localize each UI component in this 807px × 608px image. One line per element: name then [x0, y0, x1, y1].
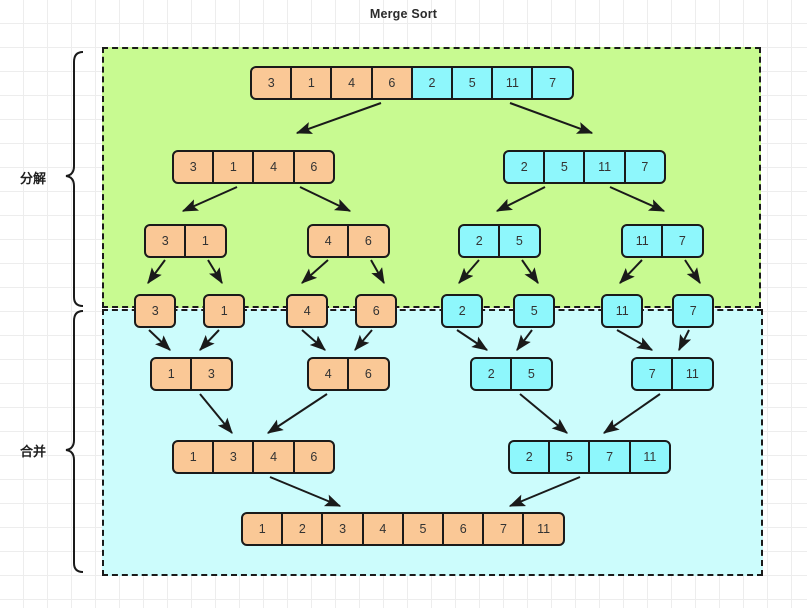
array-cell: 1 [184, 224, 227, 258]
array-decompose-level-3-singles-5: 5 [513, 294, 556, 328]
array-cell: 7 [631, 357, 674, 391]
array-cell: 5 [451, 66, 494, 100]
array-decompose-level-3-singles-6: 11 [601, 294, 644, 328]
array-cell: 2 [410, 66, 454, 100]
array-cell: 7 [482, 512, 525, 546]
array-cell: 1 [241, 512, 284, 546]
array-cell: 6 [292, 440, 335, 474]
array-cell: 2 [470, 357, 513, 391]
array-cell: 6 [347, 357, 390, 391]
array-decompose-level-3-singles-2: 4 [286, 294, 329, 328]
array-cell: 5 [543, 150, 586, 184]
array-cell: 4 [361, 512, 404, 546]
array-cell: 3 [144, 224, 187, 258]
array-cell: 11 [628, 440, 671, 474]
array-cell: 1 [150, 357, 193, 391]
array-cell: 4 [307, 357, 350, 391]
array-cell: 3 [212, 440, 255, 474]
array-cell: 1 [203, 294, 246, 328]
array-cell: 2 [458, 224, 501, 258]
array-cell: 7 [623, 150, 666, 184]
array-decompose-level-3-singles-7: 7 [672, 294, 715, 328]
array-cell: 3 [250, 66, 293, 100]
array-cell: 11 [491, 66, 534, 100]
section-braces [65, 51, 84, 573]
array-decompose-level-3-singles-3: 6 [355, 294, 398, 328]
array-cell: 11 [621, 224, 664, 258]
array-cell: 2 [503, 150, 546, 184]
decompose-label: 分解 [20, 171, 47, 186]
array-cell: 7 [588, 440, 631, 474]
array-cell: 4 [286, 294, 329, 328]
array-decompose-level-3-singles-1: 1 [203, 294, 246, 328]
array-cell: 11 [583, 150, 626, 184]
array-cell: 5 [513, 294, 556, 328]
array-decompose-level-3-singles-0: 3 [134, 294, 177, 328]
array-cell: 3 [190, 357, 233, 391]
array-cell: 2 [508, 440, 551, 474]
array-cell: 5 [510, 357, 553, 391]
array-cell: 6 [370, 66, 413, 100]
page-title: Merge Sort [369, 7, 438, 21]
array-cell: 11 [601, 294, 644, 328]
array-cell: 4 [252, 440, 295, 474]
array-decompose-level-3-singles-4: 2 [441, 294, 484, 328]
array-cell: 3 [321, 512, 364, 546]
array-cell: 7 [531, 66, 574, 100]
array-cell: 5 [498, 224, 541, 258]
array-cell: 4 [307, 224, 350, 258]
array-cell: 6 [292, 150, 335, 184]
array-cell: 6 [442, 512, 485, 546]
array-cell: 4 [330, 66, 373, 100]
array-cell: 1 [172, 440, 215, 474]
array-cell: 2 [281, 512, 324, 546]
merge-brace [65, 310, 84, 573]
array-cell: 3 [134, 294, 177, 328]
array-cell: 1 [290, 66, 333, 100]
array-cell: 5 [401, 512, 445, 546]
array-cell: 6 [347, 224, 390, 258]
merge-label: 合并 [20, 444, 47, 459]
array-cell: 3 [172, 150, 215, 184]
decompose-brace [65, 51, 84, 307]
array-cell: 7 [661, 224, 704, 258]
array-cell: 7 [672, 294, 715, 328]
array-cell: 4 [252, 150, 295, 184]
array-cell: 11 [522, 512, 565, 546]
array-cell: 6 [355, 294, 398, 328]
array-cell: 2 [441, 294, 484, 328]
array-cell: 5 [548, 440, 591, 474]
array-cell: 11 [671, 357, 714, 391]
array-cell: 1 [212, 150, 255, 184]
